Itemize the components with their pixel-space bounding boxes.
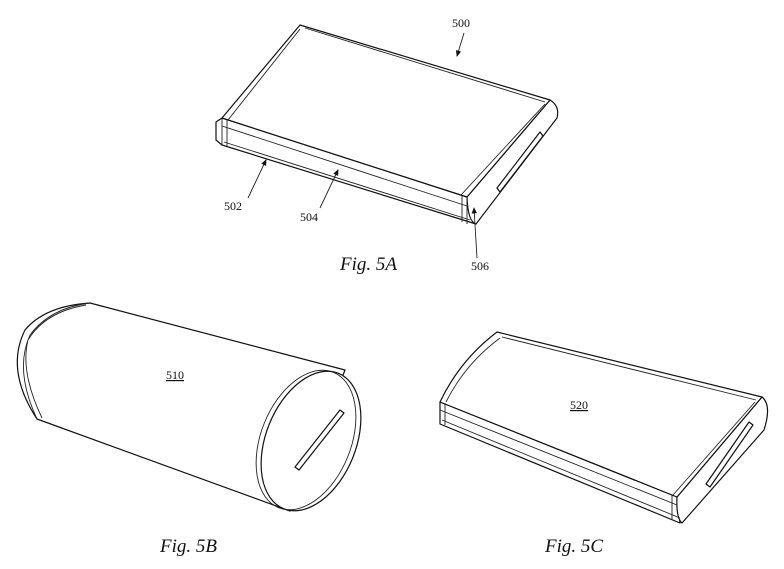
leader-arrow-506 [471,207,478,259]
ref-506: 506 [471,259,489,273]
fig-5b-caption: Fig. 5B [159,536,217,557]
fig-5c-caption: Fig. 5C [544,536,603,557]
ref-502: 502 [224,199,242,213]
fig-5a-port-slot [496,131,544,193]
fig-5c-top-face [439,331,763,498]
ref-500: 500 [452,16,470,30]
fig-5a-side-band-lines [221,118,471,224]
ref-504: 504 [300,210,318,224]
fig-5a-end-face [466,99,559,225]
fig-5b-left-rim-inner-line [25,304,87,419]
fig-5c-top-bevel-lines [445,336,757,496]
fig-5a-top-bevel-lines [227,27,546,196]
fig-5b-port-slot [294,409,345,471]
fig-5b-end-cap-rim [255,369,357,511]
fig-5b-end-cap [260,370,362,512]
leader-arrow-502 [247,159,267,199]
label-510: 510 [166,368,184,382]
fig-5a-device: 500 502 504 506 Fig. 5A [215,16,559,275]
leader-arrow-500 [455,32,465,57]
label-520: 520 [570,398,588,412]
fig-5a-caption: Fig. 5A [339,254,397,275]
fig-5b-device: 510 Fig. 5B [16,302,362,557]
leader-arrow-504 [319,169,339,209]
fig-5c-port-slot [705,421,754,488]
fig-5c-device: 520 Fig. 5C [439,331,769,557]
fig-5b-left-rim-line [22,302,91,420]
fig-5c-side-band-lines [439,403,681,520]
